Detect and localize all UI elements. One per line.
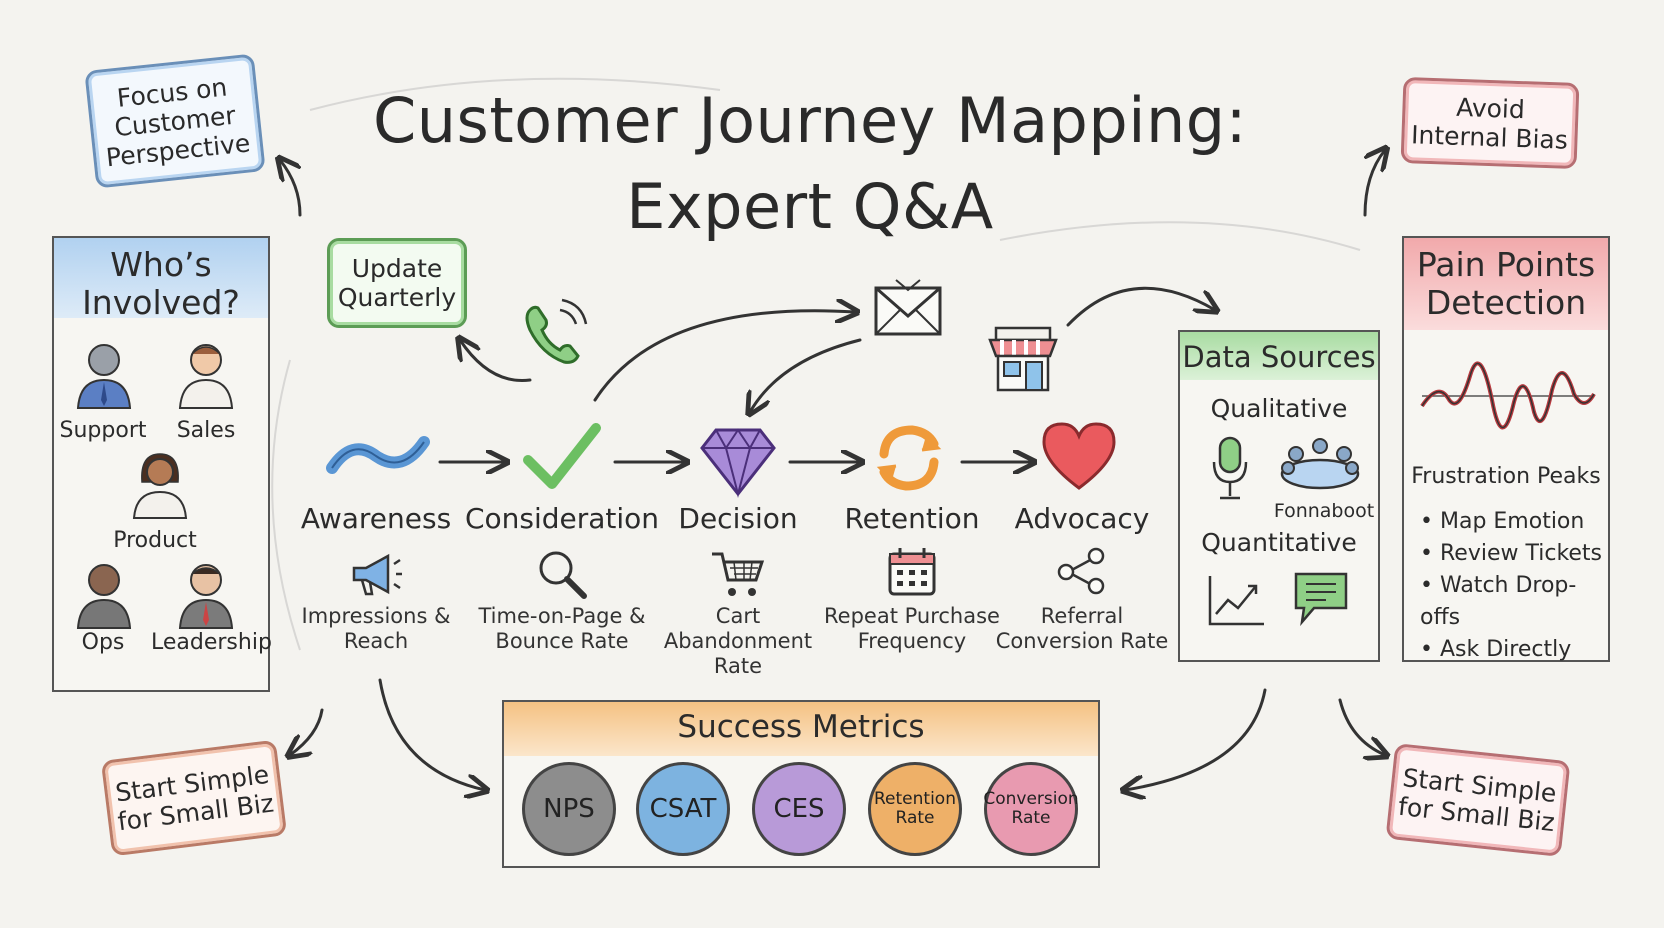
whos-involved-header-bg <box>54 238 268 318</box>
email-envelope-icon <box>874 279 942 336</box>
note-focus-customer-text: Focus on Customer Perspective <box>104 71 252 172</box>
pain-points-panel: Pain Points Detection Frustration Peaks … <box>1402 236 1610 662</box>
frustration-line-icon <box>1420 361 1596 430</box>
decision-diamond-icon <box>700 428 776 498</box>
arrow-to-bottom-left-note <box>290 708 324 755</box>
stage-label-awareness: Awareness <box>300 502 452 535</box>
focus-group-label: Fonnaboot <box>1273 500 1375 522</box>
data-sources-title: Data Sources <box>1182 340 1376 374</box>
stage-metric-consideration: Time-on-Page & Bounce Rate <box>478 604 646 653</box>
support-person-icon <box>76 344 132 409</box>
advocacy-heart-icon <box>1042 422 1116 490</box>
chat-bubble-icon <box>1294 572 1348 626</box>
person-label-ops: Ops <box>81 630 125 655</box>
line-chart-icon <box>1208 576 1264 626</box>
microphone-icon <box>1212 436 1248 500</box>
ops-person-icon <box>76 564 132 629</box>
success-metrics-title: Success Metrics <box>677 709 925 745</box>
success-metrics-header-bg <box>504 702 1098 756</box>
calendar-icon <box>888 548 936 596</box>
arrow-store-to-data-sources <box>1066 286 1215 327</box>
bullet-text: Watch Drop-offs <box>1420 573 1577 630</box>
stage-metric-decision: Cart Abandonment Rate <box>663 604 813 678</box>
stage-metric-awareness: Impressions & Reach <box>301 604 451 653</box>
success-metrics-panel: Success Metrics NPS CSAT CES Retention R… <box>502 700 1100 868</box>
note-focus-customer: Focus on Customer Perspective <box>84 53 266 189</box>
shopping-cart-icon <box>712 552 765 596</box>
badge-ces: CES <box>752 762 846 856</box>
arrow-email-to-decision <box>750 338 862 412</box>
badge-conversion-rate-label: Conversion Rate <box>983 789 1079 828</box>
pain-points-bullet: • Watch Drop-offs <box>1420 573 1577 630</box>
badge-csat-label: CSAT <box>649 794 717 824</box>
badge-conversion-rate: Conversion Rate <box>983 762 1079 856</box>
whos-involved-title: Who’s Involved? <box>82 245 240 322</box>
note-start-simple-right-text: Start Simple for Small Biz <box>1396 763 1558 838</box>
product-person-icon <box>132 453 188 519</box>
whos-involved-panel: Who’s Involved? Support Sales Product <box>52 236 272 692</box>
title-line-1: Customer Journey Mapping: <box>372 84 1248 157</box>
arrow-to-update-note <box>460 340 532 382</box>
phone-icon <box>525 298 588 364</box>
sales-person-icon <box>178 344 234 409</box>
pain-points-header-bg <box>1404 238 1608 330</box>
bullet-text: Map Emotion <box>1439 509 1585 534</box>
focus-group-icon <box>1280 438 1360 490</box>
person-label-sales: Sales <box>176 418 236 443</box>
diagram-title: Customer Journey Mapping: Expert Q&A <box>360 78 1260 250</box>
leadership-person-icon <box>178 564 234 629</box>
arrow-to-focus-note <box>280 160 302 217</box>
badge-csat: CSAT <box>636 762 730 856</box>
arrow-data-to-metrics <box>1125 688 1267 790</box>
frustration-peaks-label: Frustration Peaks <box>1411 464 1601 489</box>
note-update-quarterly-text: Update Quarterly <box>337 254 457 312</box>
awareness-wave-icon <box>326 436 430 474</box>
share-icon <box>1057 547 1105 595</box>
note-avoid-internal-bias: Avoid Internal Bias <box>1400 76 1580 170</box>
data-sources-header-bg <box>1180 332 1378 380</box>
pain-points-title: Pain Points Detection <box>1416 245 1596 322</box>
badge-retention-rate: Retention Rate <box>868 762 962 856</box>
badge-ces-label: CES <box>773 794 825 824</box>
quantitative-label: Quantitative <box>1201 528 1357 557</box>
badge-nps: NPS <box>522 762 616 856</box>
consideration-check-icon <box>523 423 601 489</box>
magnifier-icon <box>539 551 587 599</box>
note-start-simple-right: Start Simple for Small Biz <box>1385 743 1571 857</box>
stage-label-advocacy: Advocacy <box>1014 502 1150 535</box>
stage-label-retention: Retention <box>844 502 980 535</box>
bullet-text: Ask Directly <box>1439 637 1572 662</box>
bullet-text: Review Tickets <box>1439 541 1603 566</box>
stage-label-decision: Decision <box>678 502 798 535</box>
badge-retention-rate-label: Retention Rate <box>874 789 956 828</box>
qualitative-label: Qualitative <box>1210 394 1348 423</box>
stage-label-consideration: Consideration <box>464 502 660 535</box>
arrow-to-bottom-right-note <box>1338 698 1385 755</box>
arrow-consideration-to-email <box>593 311 855 402</box>
stage-metric-retention: Repeat Purchase Frequency <box>824 604 1000 653</box>
badge-nps-label: NPS <box>543 794 595 824</box>
storefront-icon <box>988 326 1058 392</box>
pain-points-bullet: • Map Emotion <box>1420 509 1585 534</box>
pain-points-bullet: • Review Tickets <box>1420 541 1603 566</box>
retention-cycle-icon <box>876 425 942 491</box>
megaphone-icon <box>352 553 402 596</box>
data-sources-panel: Data Sources Qualitative Fonnaboot Quant… <box>1178 330 1380 662</box>
note-update-quarterly: Update Quarterly <box>327 238 467 328</box>
pain-points-bullet: • Ask Directly <box>1420 637 1572 662</box>
person-label-leadership: Leadership <box>151 630 272 655</box>
person-label-product: Product <box>113 528 197 553</box>
note-avoid-internal-bias-text: Avoid Internal Bias <box>1410 92 1569 155</box>
stage-metric-advocacy: Referral Conversion Rate <box>995 604 1169 653</box>
note-start-simple-left-text: Start Simple for Small Biz <box>113 759 276 837</box>
person-label-support: Support <box>59 418 147 443</box>
title-line-2: Expert Q&A <box>626 170 994 243</box>
arrow-to-avoid-bias <box>1363 150 1385 217</box>
pain-points-list: • Map Emotion • Review Tickets • Watch D… <box>1420 506 1606 666</box>
arrow-awareness-to-metrics <box>378 678 485 790</box>
